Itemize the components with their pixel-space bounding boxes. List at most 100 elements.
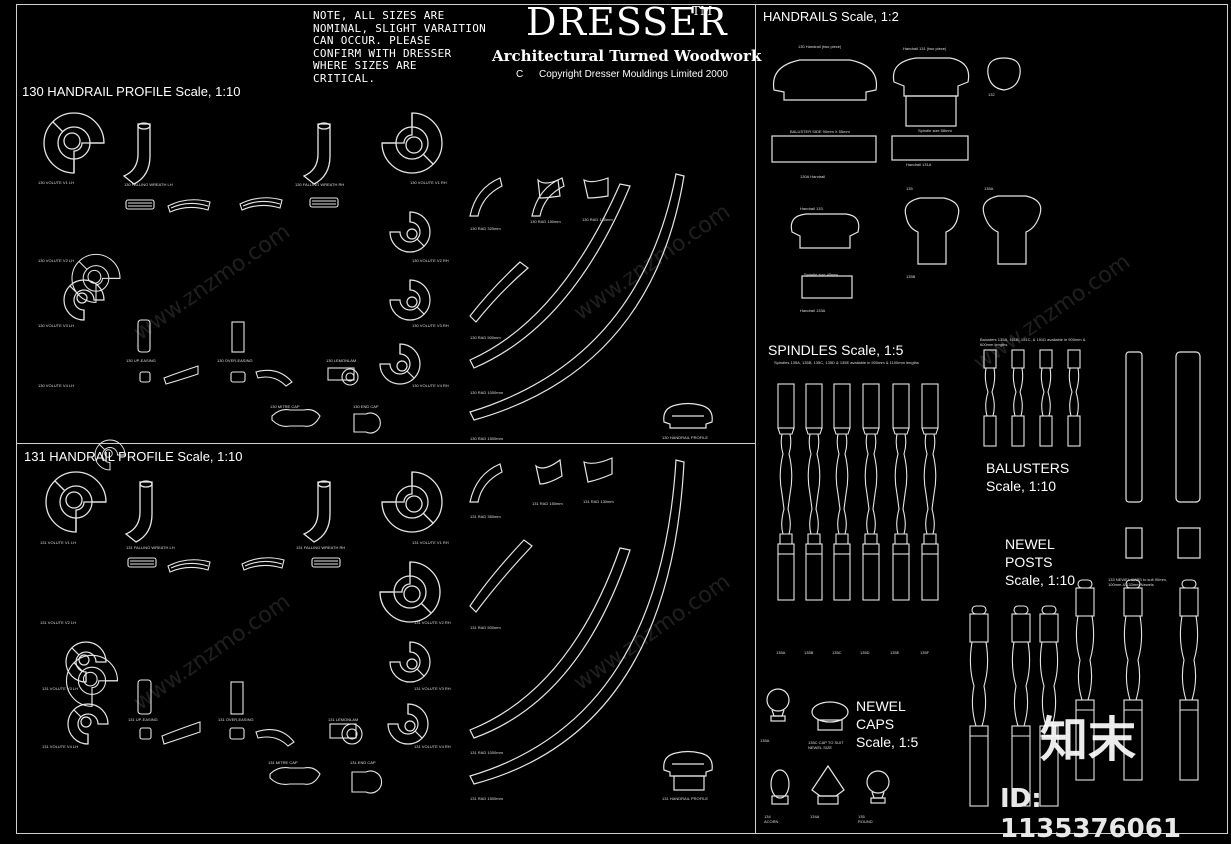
volute-130-v4-rh: [379, 343, 421, 385]
volute-131-v2-lh: [65, 654, 119, 707]
label-handrail: Handrail 133A: [800, 308, 826, 313]
spindle-note: Spindles 135A, 135B, 135C, 135D & 135E a…: [774, 360, 919, 365]
label-radius: 130 RAD 1500mm: [470, 436, 503, 441]
label-radius: 131 RAD 130mm: [583, 499, 614, 504]
cap-label: 135C CAP TO SUIT NEWEL SIZE: [808, 740, 844, 750]
znzmo-logo: 知末: [1040, 712, 1137, 768]
newel-cap-134: [770, 769, 790, 805]
baluster: [1039, 349, 1053, 447]
copyright-symbol: C: [516, 69, 524, 80]
label-volute: 131 VOLUTE V3 RH: [414, 686, 451, 691]
label-radius: 130 RAD 500mm: [470, 335, 501, 340]
volute-131-v3-rh: [389, 641, 431, 683]
falling-wreath-130-rh: [303, 122, 331, 185]
newel-posts-scale-line: Scale, 1:10: [1005, 572, 1076, 588]
brand-name: DRESSER: [526, 0, 728, 44]
section-title-handrails: HANDRAILS Scale, 1:2: [763, 9, 899, 24]
label-profile: 131 HANDRAIL PROFILE: [662, 796, 709, 801]
label-volute: 130 VOLUTE V1 LH: [38, 180, 75, 185]
newel-post: [1011, 605, 1031, 807]
spindle-135f: [921, 383, 939, 601]
newel-cap-135c: [811, 701, 849, 731]
label-radius: 130 RAD 320mm: [470, 226, 501, 231]
drawing-border: [16, 4, 1228, 834]
falling-wreath-130-lh: [123, 122, 151, 185]
copyright-text: Copyright Dresser Mouldings Limited 2000: [539, 69, 728, 80]
label-end-cap: 130 END CAP: [353, 404, 379, 409]
volute-131-v2-rh: [379, 561, 441, 623]
label-falling-wreath: 131 FALLING WREATH RH: [296, 545, 346, 550]
volute-131-v4-rh: [387, 703, 429, 745]
spindle-135c: [833, 383, 851, 601]
label-radius: 131 RAD 1500mm: [470, 796, 503, 801]
label-radius: 130 RAD 150mm: [530, 219, 561, 224]
volute-130-v1-lh: [43, 112, 105, 174]
cap-label: 134 ACORN: [764, 814, 779, 824]
label-handrail: Handrail 131A: [906, 162, 932, 167]
label-easing: 131 UP-EASING: [128, 717, 158, 722]
label-volute: 131 VOLUTE V2 LH: [40, 620, 77, 625]
volute-130-v3-rh: [389, 279, 431, 321]
easings-131: [137, 679, 383, 794]
spindle-label: 135F: [920, 650, 930, 655]
label-volute: 131 VOLUTE V4 RH: [414, 744, 451, 749]
label-volute: 131 VOLUTE V3 LH: [42, 686, 79, 691]
arc-segments-130: [469, 173, 713, 429]
volute-131-v3-lh: [65, 641, 107, 683]
spindle-135d: [862, 383, 880, 601]
volute-130-v2-rh: [389, 211, 431, 253]
label-end-cap: 131 END CAP: [350, 760, 376, 765]
volute-130-v2-lh: [71, 253, 121, 303]
volute-130-v1-rh: [381, 112, 443, 174]
spindle-135e: [892, 383, 910, 601]
brand-subtitle: Architectural Turned Woodwork: [492, 47, 762, 65]
label-handrail: 130 Handrail (two piece): [798, 44, 842, 49]
label-radius: 131 RAD 1000mm: [470, 750, 503, 755]
rail-piece: [167, 199, 211, 213]
label-volute: 130 VOLUTE V4 RH: [412, 383, 449, 388]
section-title-newel-posts: NEWEL POSTS Scale, 1:10: [1005, 535, 1075, 589]
falling-wreath-131-lh: [125, 480, 153, 543]
section-title-131: 131 HANDRAIL PROFILE Scale, 1:10: [24, 449, 243, 464]
label-handrail: 130A Handrail: [800, 174, 826, 179]
baluster: [983, 349, 997, 447]
label-spindle-size: Spindle size 45mm: [804, 272, 838, 277]
label-handrail: 132: [988, 92, 995, 97]
section-divider-horizontal: [17, 443, 755, 444]
newel-caps-title-line: CAPS: [856, 716, 895, 732]
label-volute: 130 VOLUTE V3 LH: [38, 323, 75, 328]
label-falling-wreath: 130 FALLING WREATH RH: [295, 182, 345, 187]
cap-label: 134A: [810, 814, 820, 819]
label-falling-wreath: 131 FALLING WREATH LH: [126, 545, 175, 550]
label-easing: 130 UP-EASING: [126, 358, 156, 363]
note-line: CRITICAL.: [313, 71, 376, 85]
arc-segments-131: [469, 457, 713, 791]
newel-caps-scale-line: Scale, 1:5: [856, 734, 919, 750]
label-radius: 131 RAD 350mm: [470, 514, 501, 519]
label-baluster-size: BALUSTER SIDE 90mm X 55mm: [790, 129, 850, 134]
label-easing: 131 OVER-EASING: [218, 717, 254, 722]
newel-post: [969, 605, 989, 807]
newel-post-shafts: [1125, 351, 1201, 559]
spindle-135b: [805, 383, 823, 601]
section-title-newel-caps: NEWEL CAPS Scale, 1:5: [856, 697, 918, 751]
baluster-note: Balusters 135A, 151B, 151C, & 151D avail…: [980, 337, 1086, 347]
baluster: [1011, 349, 1025, 447]
label-volute: 131 VOLUTE V1 RH: [412, 540, 449, 545]
spindle-label: 135D: [860, 650, 870, 655]
rail-piece: [125, 199, 155, 210]
easings-130: [137, 319, 381, 434]
balusters-title-line: BALUSTERS: [986, 460, 1070, 476]
spindle-135a: [777, 383, 795, 601]
label-handrail: 135: [906, 186, 913, 191]
label-radius: 131 RAD 500mm: [470, 625, 501, 630]
rail-piece: [309, 197, 339, 208]
label-radius: 130 RAD 1000mm: [470, 390, 503, 395]
rail-piece: [241, 557, 285, 571]
label-spindle-size: Spindle size 58mm: [918, 128, 952, 133]
label-mitre-cap: 130 MITRE CAP: [270, 404, 300, 409]
volute-130-v4-lh: [94, 439, 126, 471]
note-line: CAN OCCUR. PLEASE: [313, 34, 431, 47]
newel-post: [1179, 579, 1199, 781]
